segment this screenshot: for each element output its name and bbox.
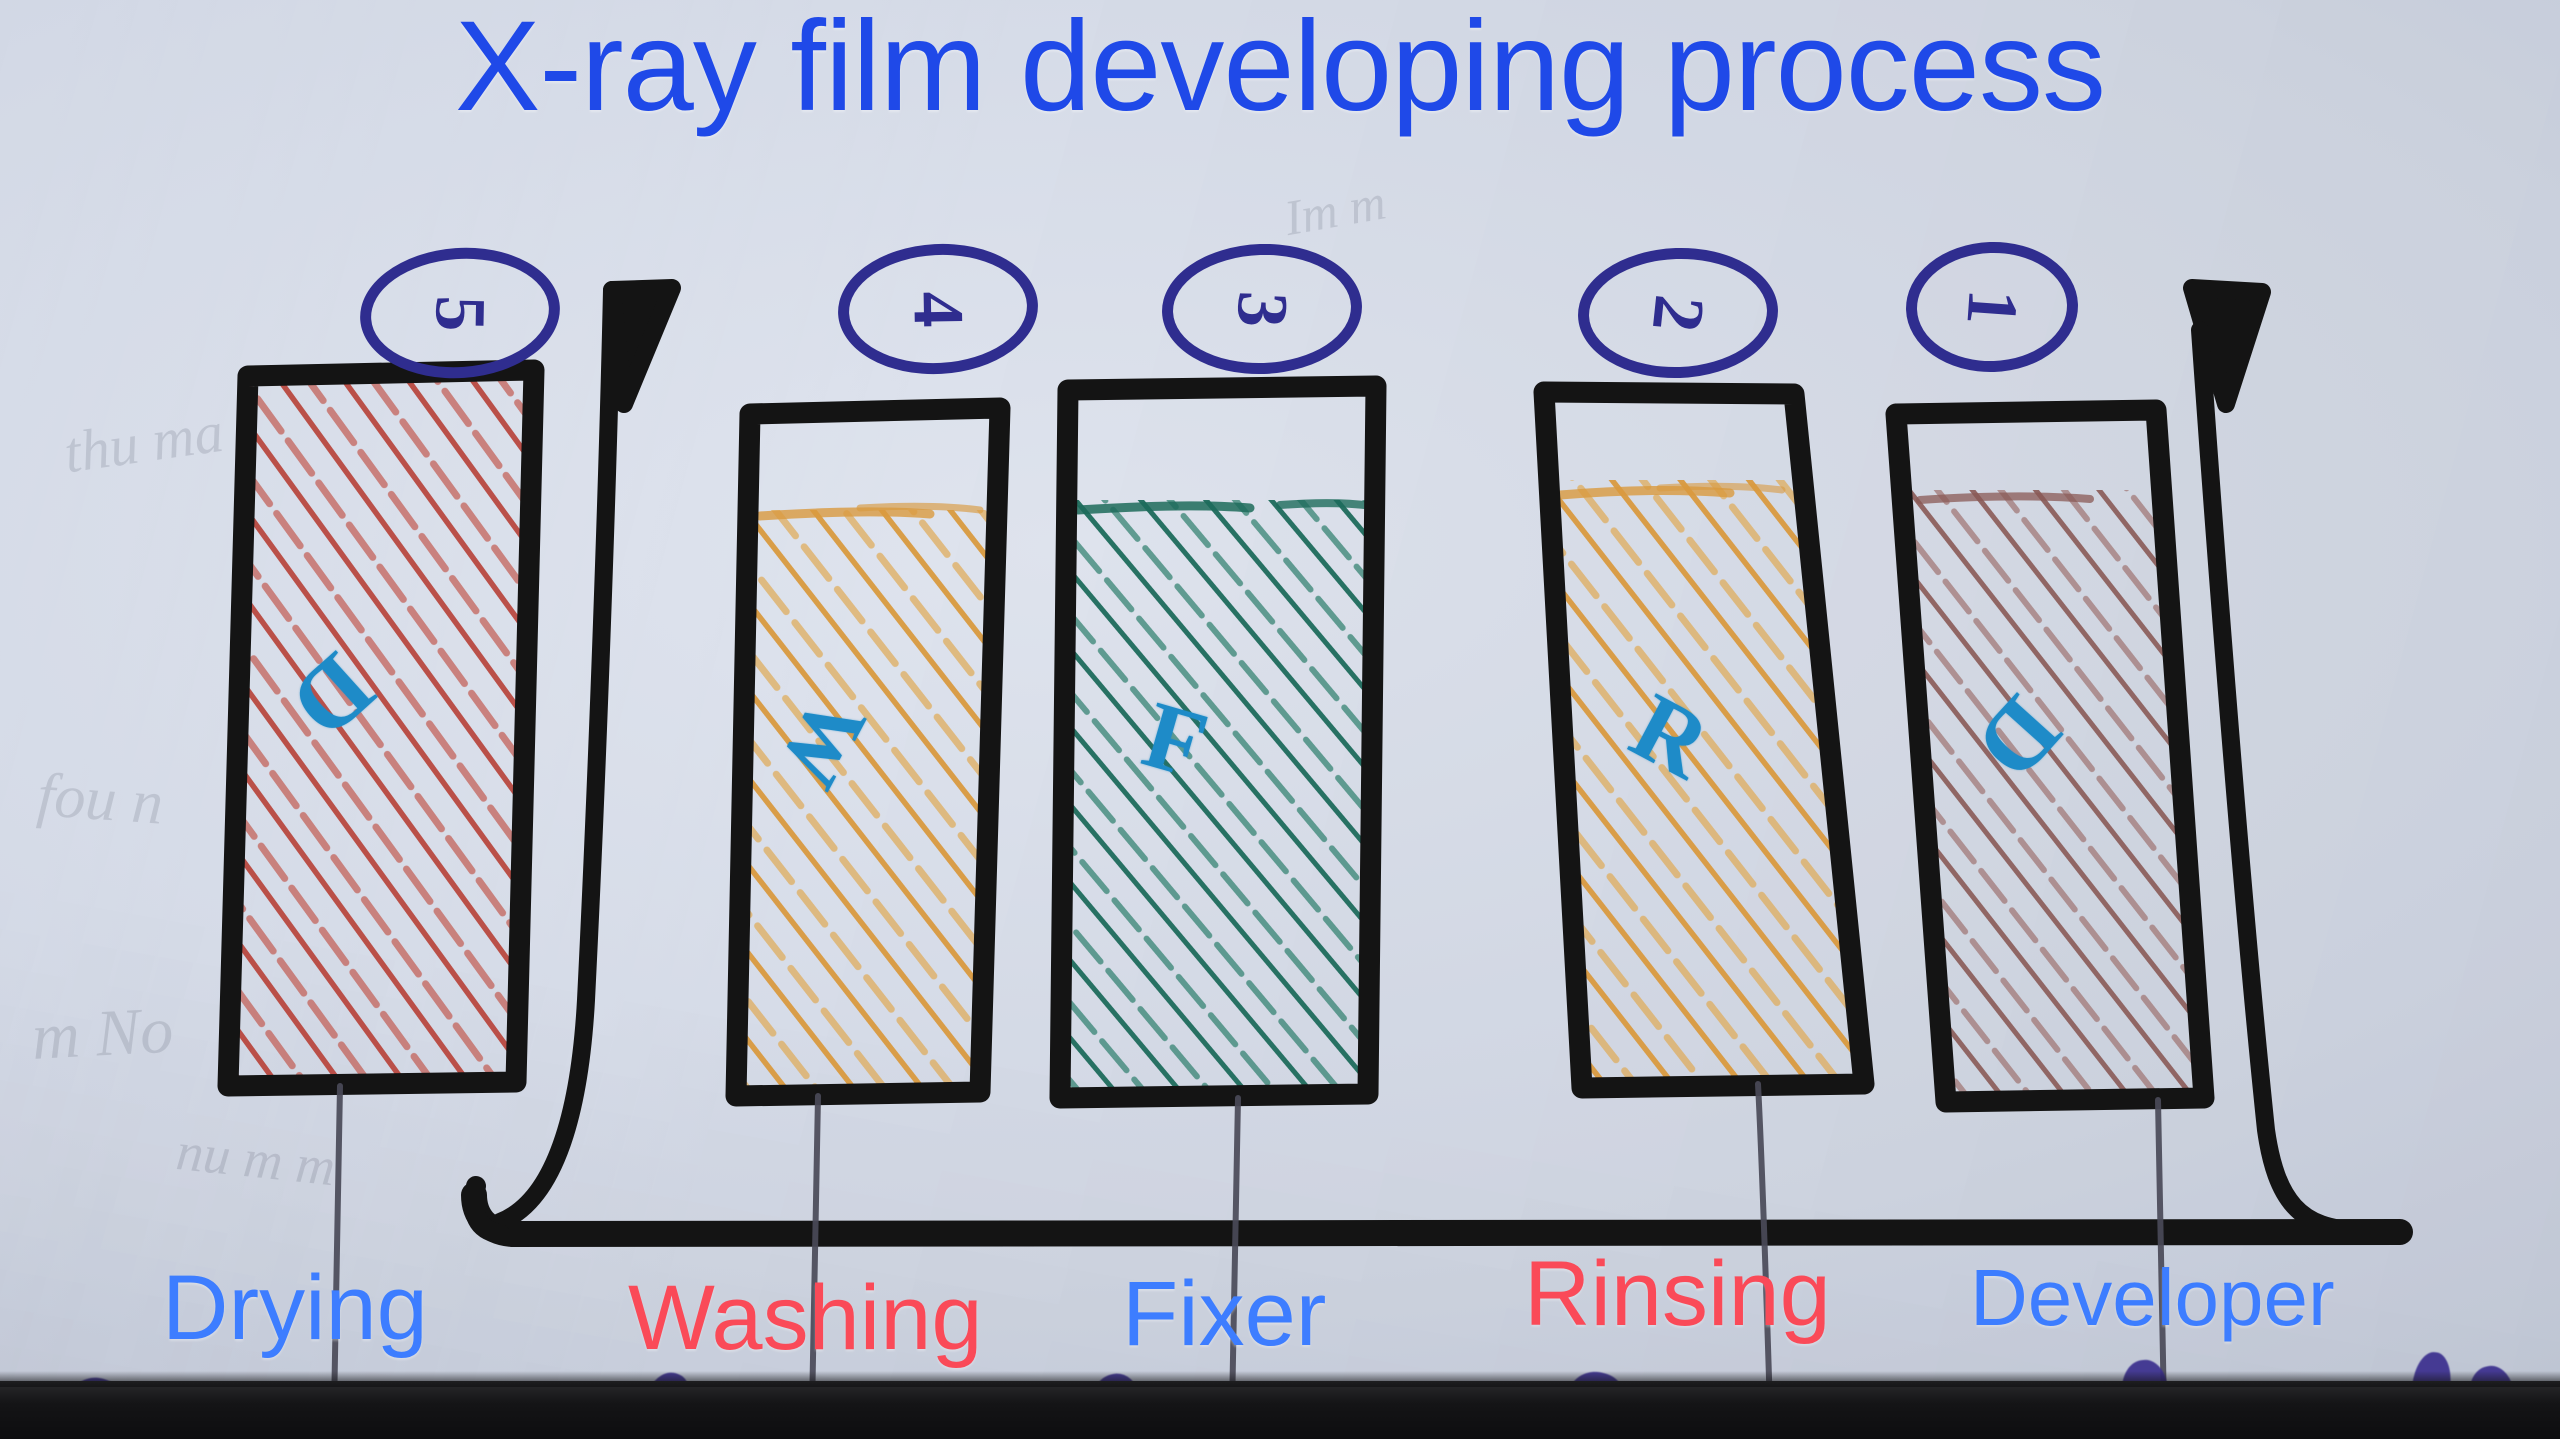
tank-outline-fixer <box>1049 375 1387 1109</box>
tank-outline-developer <box>1885 399 2215 1113</box>
film-hanger-right <box>2183 279 2369 1239</box>
leader-line-rinsing <box>1755 1081 1773 1413</box>
leader-line-fixer <box>1229 1095 1241 1413</box>
tank-fill-fixer <box>1064 499 1370 1092</box>
tank-fill-washing <box>740 502 996 1090</box>
leader-line-drying <box>331 1083 343 1413</box>
step-label-rinsing: Rinsing <box>1524 1243 1831 1345</box>
step-label-developer: Developer <box>1970 1253 2335 1342</box>
step-number-2: 2 <box>1636 290 1721 336</box>
tank-fill-drying <box>232 376 530 1080</box>
tank-outline-rinsing <box>1533 381 1875 1099</box>
tank-outline-washing <box>725 397 1011 1107</box>
page-title: X-ray film developing process <box>455 0 2106 138</box>
leader-line-washing <box>809 1093 821 1413</box>
conveyor-rail <box>461 1176 2413 1247</box>
step-number-3: 3 <box>1221 288 1304 330</box>
tank-fill-developer <box>1900 490 2198 1096</box>
desk-edge <box>0 1371 2560 1439</box>
step-label-washing: Washing <box>628 1267 983 1369</box>
step-label-fixer: Fixer <box>1122 1263 1327 1365</box>
film-hanger-left <box>491 279 681 1231</box>
step-number-5: 5 <box>420 294 501 332</box>
step-number-1: 1 <box>1951 286 2034 328</box>
tank-outline-drying <box>217 359 545 1097</box>
step-label-drying: Drying <box>162 1257 428 1359</box>
step-number-4: 4 <box>898 290 979 328</box>
leader-line-developer <box>2155 1097 2167 1413</box>
